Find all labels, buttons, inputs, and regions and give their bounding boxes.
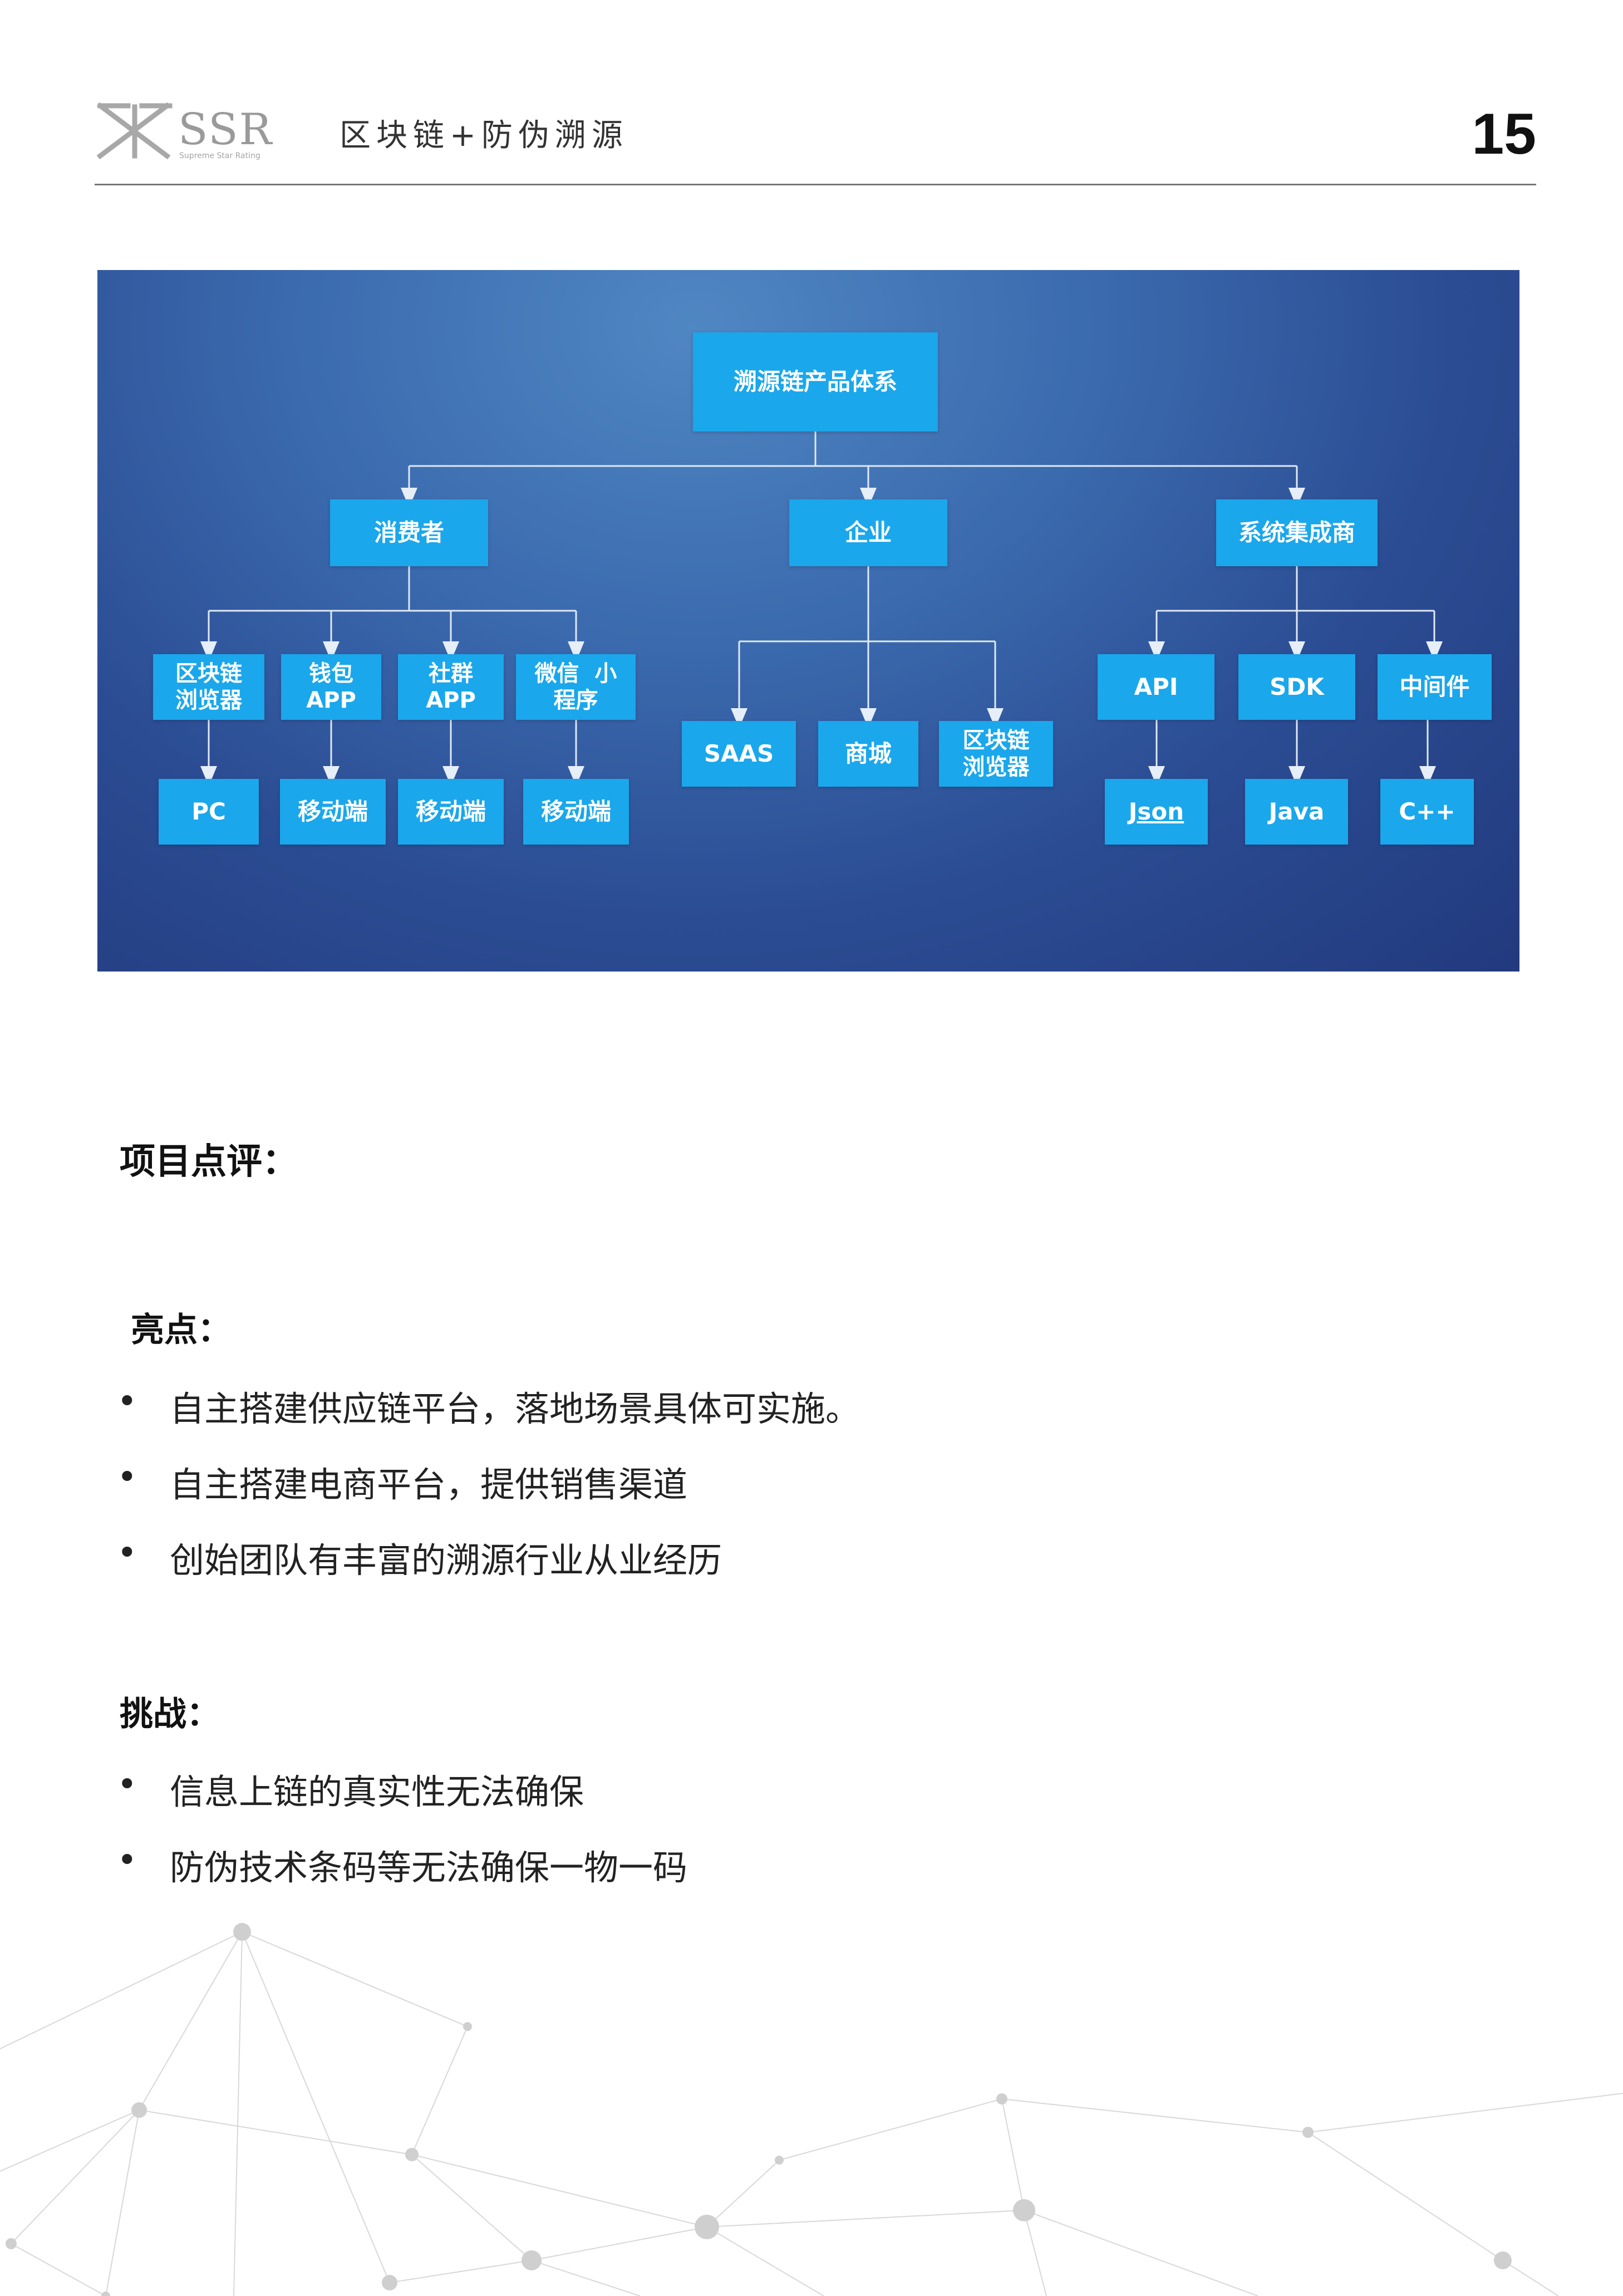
page-number: 15 <box>1472 102 1536 166</box>
node-mobile-2: 移动端 <box>398 779 504 845</box>
node-cpp: C++ <box>1380 779 1474 845</box>
node-pc: PC <box>159 779 259 845</box>
node-root: 溯源链产品体系 <box>693 332 938 431</box>
header-title: 区块链+防伪溯源 <box>340 117 628 154</box>
network-background-graphic <box>0 1923 1623 2296</box>
node-java: Java <box>1245 779 1348 845</box>
bullet-dot: • <box>117 1532 137 1573</box>
bullet-dot: • <box>117 1764 137 1804</box>
node-middleware: 中间件 <box>1378 654 1492 720</box>
node-integrator: 系统集成商 <box>1216 499 1378 566</box>
node-enterprise: 企业 <box>789 499 947 566</box>
node-consumer: 消费者 <box>330 499 488 566</box>
node-json: Json <box>1105 779 1208 845</box>
node-wechat-miniprogram: 微信 小程序 <box>516 654 636 720</box>
node-mobile-3: 移动端 <box>523 779 629 845</box>
bullet-dot: • <box>117 1381 137 1421</box>
bullet-dot: • <box>117 1456 137 1497</box>
node-api: API <box>1098 654 1214 720</box>
highlight-text: 创始团队有丰富的溯源行业从业经历 <box>170 1540 722 1581</box>
review-heading: 项目点评： <box>120 1141 298 1183</box>
logo-tagline: Supreme Star Rating <box>179 151 260 160</box>
highlights-heading: 亮点： <box>131 1311 231 1350</box>
highlight-text: 自主搭建供应链平台，落地场景具体可实施。 <box>170 1389 860 1429</box>
logo-wordmark: SSR <box>178 105 273 155</box>
bullet-dot: • <box>117 1839 137 1880</box>
node-mobile-1: 移动端 <box>280 779 386 845</box>
ssr-emblem-icon <box>96 102 173 160</box>
node-mall: 商城 <box>818 721 918 787</box>
challenge-text: 信息上链的真实性无法确保 <box>170 1772 584 1812</box>
ssr-logo: SSR Supreme Star Rating <box>95 100 295 161</box>
challenge-text: 防伪技术条码等无法确保一物一码 <box>170 1847 688 1888</box>
diagram-connectors <box>200 431 1443 786</box>
challenges-heading: 挑战： <box>120 1695 220 1734</box>
node-saas: SAAS <box>682 721 796 787</box>
page-header: SSR Supreme Star Rating 区块链+防伪溯源 15 <box>95 95 1536 184</box>
node-enterprise-blockchain-browser: 区块链浏览器 <box>939 721 1053 787</box>
header-divider <box>95 184 1536 185</box>
highlight-text: 自主搭建电商平台，提供销售渠道 <box>170 1464 688 1505</box>
node-blockchain-browser: 区块链浏览器 <box>153 654 264 720</box>
node-sdk: SDK <box>1238 654 1355 720</box>
